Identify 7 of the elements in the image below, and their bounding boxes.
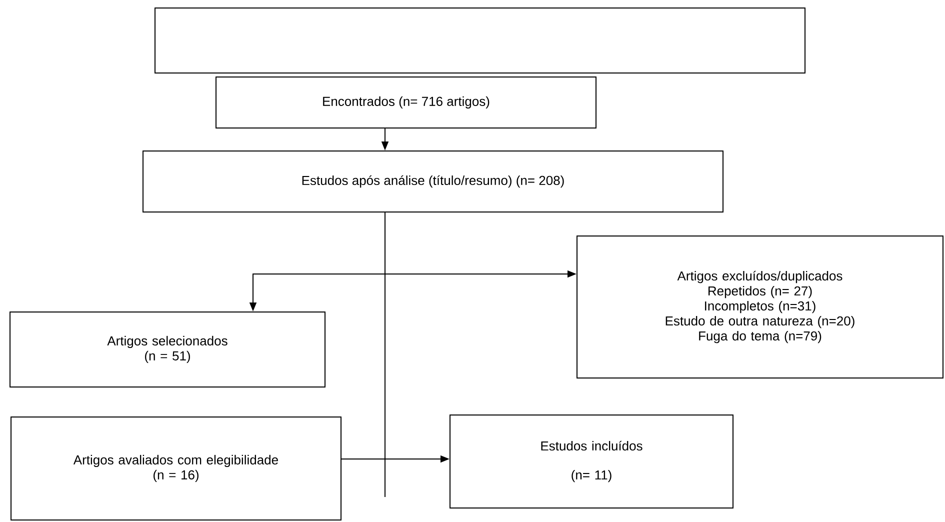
process-box: Artigos selecionados (n = 51) xyxy=(10,312,326,388)
process-box xyxy=(154,8,806,74)
process-box: Encontrados (n= 716 artigos) xyxy=(216,76,596,128)
process-box: Artigos avaliados com elegibilidade (n = 16) xyxy=(10,416,342,520)
process-box: Estudos após análise (título/resumo) (n= 208) xyxy=(142,150,724,212)
process-box: Artigos excluídos/duplicados Repetidos (n= 27) Incompletos (n=31) Estudo de outra natureza (n=20) Fuga do tema (n=79) xyxy=(576,236,944,378)
process-box: Estudos incluídos (n= 11) xyxy=(450,414,734,508)
